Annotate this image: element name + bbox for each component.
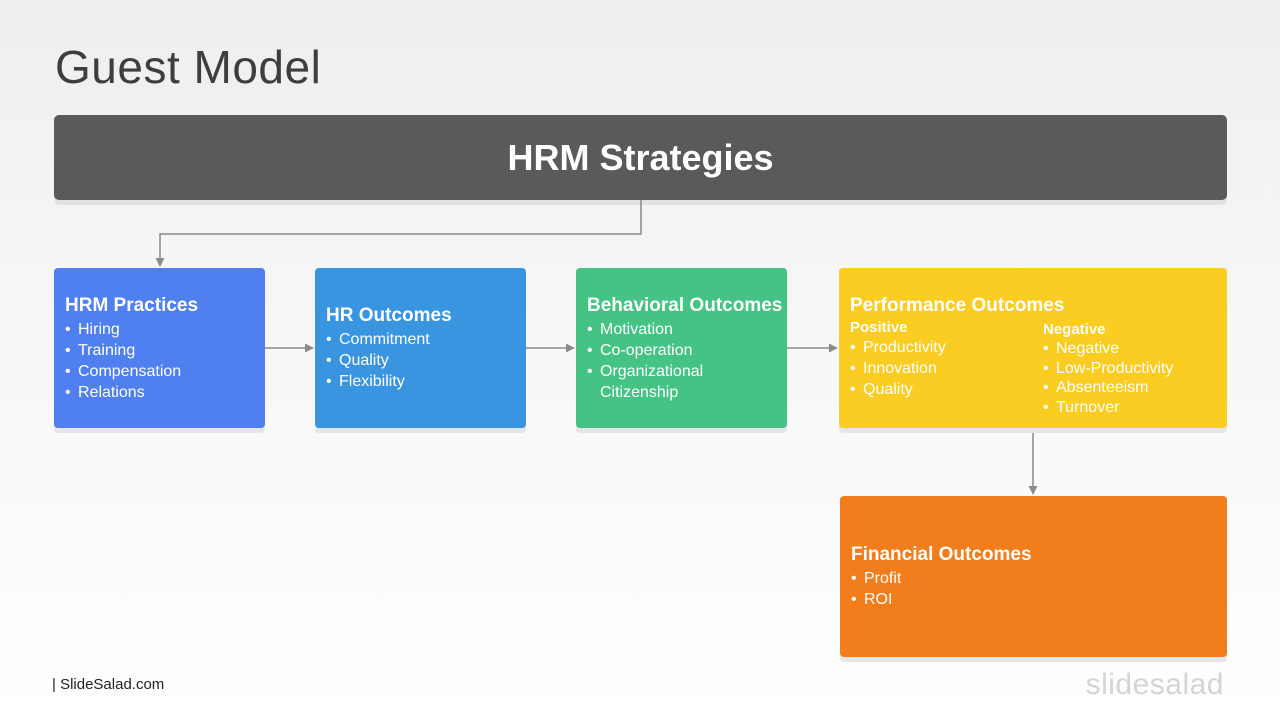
list-item: Flexibility xyxy=(326,371,515,392)
list-item: Profit xyxy=(851,568,1216,589)
practices-list: Hiring Training Compensation Relations xyxy=(65,319,254,403)
hr-outcomes-box: HR Outcomes Commitment Quality Flexibili… xyxy=(315,268,526,428)
box-title: Performance Outcomes xyxy=(850,295,1065,316)
performance-outcomes-box: Performance Outcomes Positive Productivi… xyxy=(839,268,1227,428)
list-item: Low-Productivity xyxy=(1043,359,1223,379)
list-item: Relations xyxy=(65,382,254,403)
list-item: Hiring xyxy=(65,319,254,340)
banner-label: HRM Strategies xyxy=(507,136,774,178)
list-item: Organizational Citizenship xyxy=(587,361,776,403)
negative-label: Negative xyxy=(1043,321,1106,338)
financial-list: Profit ROI xyxy=(851,568,1216,610)
list-item: Negative xyxy=(1043,339,1223,359)
list-item: Commitment xyxy=(326,329,515,350)
brand-logo: slidesalad xyxy=(1085,668,1224,701)
hr-outcomes-list: Commitment Quality Flexibility xyxy=(326,329,515,392)
behavioral-outcomes-box: Behavioral Outcomes Motivation Co-operat… xyxy=(576,268,787,428)
hrm-strategies-banner: HRM Strategies xyxy=(54,115,1227,200)
list-item: ROI xyxy=(851,589,1216,610)
box-title: Behavioral Outcomes xyxy=(587,295,783,316)
box-title: Financial Outcomes xyxy=(851,544,1032,565)
positive-column: Positive Productivity Innovation Quality xyxy=(850,319,1040,400)
list-item: Co-operation xyxy=(587,340,776,361)
list-item: Turnover xyxy=(1043,398,1223,418)
connector-strategies-to-practices xyxy=(155,200,642,267)
negative-list: Negative Low-Productivity Absenteeism Tu… xyxy=(1043,339,1223,417)
footer-credit: | SlideSalad.com xyxy=(52,676,165,693)
list-item: Productivity xyxy=(850,337,1040,358)
financial-outcomes-box: Financial Outcomes Profit ROI xyxy=(840,496,1227,657)
behavioral-list: Motivation Co-operation Organizational C… xyxy=(587,319,776,403)
list-item: Quality xyxy=(850,379,1040,400)
list-item: Motivation xyxy=(587,319,776,340)
list-item: Quality xyxy=(326,350,515,371)
list-item: Training xyxy=(65,340,254,361)
negative-column: Negative Negative Low-Productivity Absen… xyxy=(1043,321,1223,417)
hrm-practices-box: HRM Practices Hiring Training Compensati… xyxy=(54,268,265,428)
list-item: Absenteeism xyxy=(1043,378,1223,398)
list-item: Compensation xyxy=(65,361,254,382)
positive-list: Productivity Innovation Quality xyxy=(850,337,1040,400)
box-title: HR Outcomes xyxy=(326,305,452,326)
page-title: Guest Model xyxy=(55,41,322,93)
list-item: Innovation xyxy=(850,358,1040,379)
positive-label: Positive xyxy=(850,319,908,336)
box-title: HRM Practices xyxy=(65,295,199,316)
